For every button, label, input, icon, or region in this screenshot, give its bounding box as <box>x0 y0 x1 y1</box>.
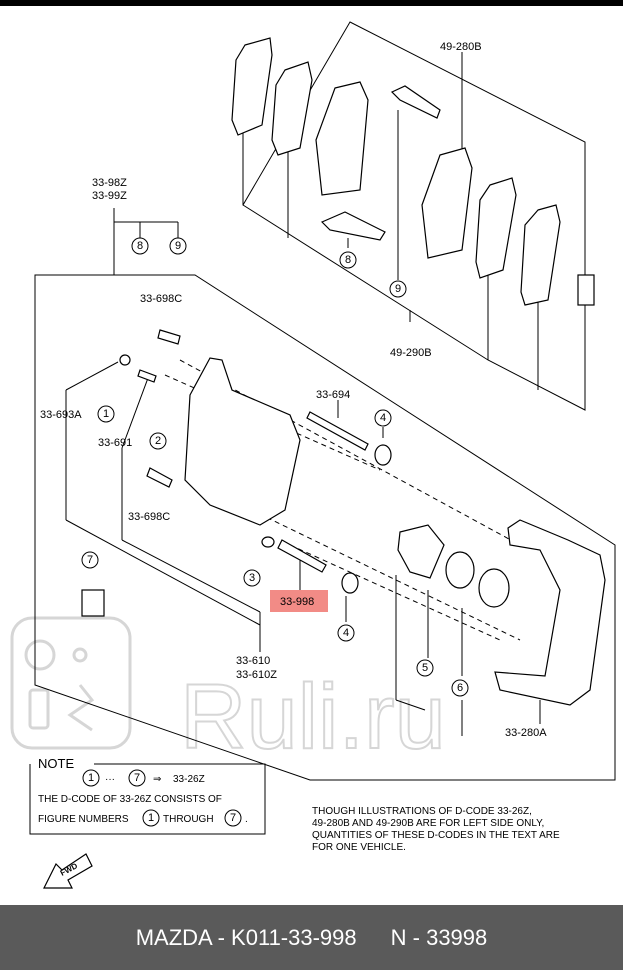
pad-clip-top <box>390 85 441 119</box>
note-title: NOTE <box>38 756 74 771</box>
footer-part-number: MAZDA - K011-33-998 <box>135 924 357 950</box>
guide-pin-upper <box>306 411 369 451</box>
caption-note: THOUGH ILLUSTRATIONS OF D-CODE 33-26Z, 4… <box>312 806 612 854</box>
bolt-top <box>157 329 181 345</box>
callout-8a: 8 <box>137 240 143 252</box>
label-33-610Z: 33-610Z <box>236 669 277 681</box>
label-33-280A: 33-280A <box>505 727 547 739</box>
pin-bushing <box>261 536 275 548</box>
note-arrow: ⇒ <box>153 774 161 785</box>
shim-right-1 <box>475 177 517 279</box>
watermark: Ruli.ru <box>10 616 447 769</box>
note-to: 7 <box>134 772 140 784</box>
top-border <box>0 0 623 6</box>
pad-kit-frame <box>242 21 586 411</box>
bleeder-cap <box>119 354 131 366</box>
caption-line-4: FOR ONE VEHICLE. <box>312 842 406 853</box>
dust-boot <box>478 568 510 608</box>
bleeder-screw <box>137 369 157 383</box>
caliper-bracket <box>494 519 606 706</box>
note-line3c: . <box>245 814 248 825</box>
label-33-98Z: 33-98Z <box>92 177 127 189</box>
pin-boot-lower <box>341 572 359 594</box>
piston-seal <box>445 551 475 589</box>
callout-2: 2 <box>155 435 161 447</box>
label-33-99Z: 33-99Z <box>92 190 127 202</box>
callout-9b: 9 <box>395 283 401 295</box>
pin-boot-upper <box>374 444 392 466</box>
callout-6: 6 <box>457 682 463 694</box>
callout-8b: 8 <box>345 254 351 266</box>
grease-packet <box>81 589 105 617</box>
shim-right-2 <box>520 204 561 306</box>
label-33-694: 33-694 <box>316 389 350 401</box>
note-line3b: THROUGH <box>163 814 214 825</box>
callout-1: 1 <box>103 408 109 420</box>
fwd-arrow-icon: FWD <box>43 853 93 889</box>
caliper-body <box>184 357 301 526</box>
pad-clip-lower <box>320 211 386 241</box>
footer-code: N - 33998 <box>390 924 488 950</box>
label-49-280B: 49-280B <box>440 41 482 53</box>
assembly-frame <box>34 274 616 781</box>
watermark-text: Ruli.ru <box>180 666 446 768</box>
note-line2: THE D-CODE OF 33-26Z CONSISTS OF <box>38 794 222 805</box>
caption-line-3: QUANTITIES OF THESE D-CODES IN THE TEXT … <box>312 830 560 841</box>
label-33-998: 33-998 <box>280 596 314 608</box>
label-33-691: 33-691 <box>98 437 132 449</box>
label-33-693A: 33-693A <box>40 409 82 421</box>
note-line3-n2: 7 <box>230 812 236 824</box>
bolt-bottom <box>146 467 173 488</box>
note-box: NOTE 1 ··· 7 ⇒ 33-26Z THE D-CODE OF 33-2… <box>29 756 266 835</box>
callout-3: 3 <box>249 572 255 584</box>
wear-indicator <box>577 274 595 306</box>
parts-diagram: Ruli.ru <box>10 21 616 889</box>
label-33-610: 33-610 <box>236 655 270 667</box>
note-line3a: FIGURE NUMBERS <box>38 814 129 825</box>
note-line3-n1: 1 <box>148 812 154 824</box>
callout-9a: 9 <box>175 240 181 252</box>
label-33-698C-bottom: 33-698C <box>128 511 170 523</box>
label-49-290B: 49-290B <box>390 347 432 359</box>
callout-7: 7 <box>87 554 93 566</box>
pad-shim-outer <box>231 37 273 136</box>
note-code: 33-26Z <box>173 774 205 785</box>
label-33-698C-top: 33-698C <box>140 293 182 305</box>
caption-line-2: 49-280B AND 49-290B ARE FOR LEFT SIDE ON… <box>312 818 545 829</box>
caption-line-1: THOUGH ILLUSTRATIONS OF D-CODE 33-26Z, <box>312 806 532 817</box>
callout-5: 5 <box>422 662 428 674</box>
footer-bar: MAZDA - K011-33-998 N - 33998 <box>0 905 623 970</box>
callout-4b: 4 <box>343 627 349 639</box>
brake-pad-right <box>421 147 473 259</box>
note-ellipsis: ··· <box>105 774 115 785</box>
brake-pad <box>315 81 369 196</box>
piston <box>397 524 445 579</box>
note-from: 1 <box>88 772 94 784</box>
guide-pin-lower <box>277 539 327 573</box>
callout-4a: 4 <box>380 412 386 424</box>
pad-shim-inner <box>271 61 313 156</box>
highlight-box <box>270 590 328 612</box>
